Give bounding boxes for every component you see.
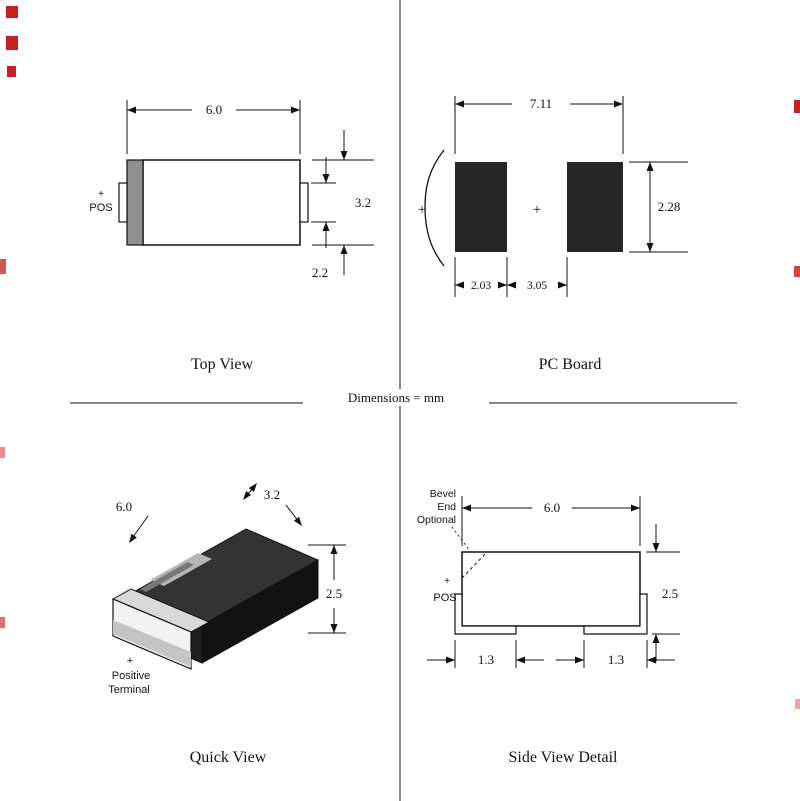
top-view-right-terminal-tab bbox=[299, 182, 309, 223]
arrowhead-down-icon bbox=[322, 174, 330, 183]
arrowhead-left-icon bbox=[647, 656, 656, 664]
pc-board-drawing: + + 7.11 2.28 2.03 3.05 PC Board bbox=[418, 96, 688, 373]
arrowhead-down-icon bbox=[652, 543, 660, 552]
units-label-mask bbox=[331, 389, 462, 406]
pc-board-plus-center: + bbox=[533, 202, 541, 218]
side-view-bevel-dashed-line bbox=[461, 551, 488, 579]
arrowhead-up-right-icon bbox=[248, 483, 257, 492]
side-view-bevel-label-line2: End bbox=[437, 501, 456, 513]
pc-board-caption: PC Board bbox=[539, 356, 602, 373]
arrowhead-up-icon bbox=[330, 545, 338, 554]
pc-board-pad-width-dim: 2.03 bbox=[471, 280, 491, 292]
arrowhead-left-icon bbox=[127, 106, 136, 114]
side-view-body bbox=[461, 551, 641, 627]
side-view-foot-right-dim: 1.3 bbox=[608, 652, 624, 667]
side-view-bevel-label-line3: Optional bbox=[417, 514, 456, 526]
quick-view-width-dim: 3.2 bbox=[264, 487, 280, 502]
quick-view-caption: Quick View bbox=[190, 749, 267, 766]
pc-board-gap-dim: 3.05 bbox=[527, 280, 547, 292]
top-view-width-dim: 3.2 bbox=[355, 195, 371, 210]
top-view-drawing: + POS 6.0 3.2 2.2 Top View bbox=[89, 100, 374, 373]
scan-artifact bbox=[0, 259, 6, 274]
arrowhead-down-icon bbox=[646, 243, 654, 252]
scan-artifact bbox=[0, 447, 5, 458]
quick-view-leader-line bbox=[132, 515, 149, 538]
scan-artifacts bbox=[0, 6, 800, 709]
arrowhead-right-icon bbox=[446, 656, 455, 664]
arrowhead-up-icon bbox=[322, 222, 330, 231]
scan-artifact bbox=[0, 617, 5, 628]
top-view-caption: Top View bbox=[191, 356, 254, 373]
arrowhead-right-icon bbox=[558, 281, 567, 289]
top-view-body bbox=[142, 159, 301, 246]
arrowhead-left-icon bbox=[455, 100, 464, 108]
arrowhead-left-icon bbox=[516, 656, 525, 664]
quick-view-length-dim: 6.0 bbox=[116, 499, 132, 514]
pc-board-span-dim: 7.11 bbox=[530, 96, 552, 111]
side-view-foot-left-dim: 1.3 bbox=[478, 652, 494, 667]
quick-view-terminal-label-line2: Terminal bbox=[108, 684, 150, 696]
quick-view-top-highlight bbox=[140, 562, 194, 592]
top-view-terminal-dim: 2.2 bbox=[312, 265, 328, 280]
arrowhead-down-right-icon bbox=[293, 516, 302, 526]
arrowhead-down-left-icon bbox=[129, 533, 137, 543]
side-view-bevel-label-line1: Bevel bbox=[430, 488, 456, 500]
side-view-pos-label: POS bbox=[433, 592, 456, 604]
scan-artifact bbox=[794, 266, 800, 277]
quick-view-terminal-plus: + bbox=[127, 655, 133, 667]
quick-view-height-dim: 2.5 bbox=[326, 586, 342, 601]
side-view-drawing: Bevel End Optional + POS 6.0 2.5 1.3 bbox=[417, 488, 680, 766]
scan-artifact bbox=[6, 6, 18, 18]
side-view-caption: Side View Detail bbox=[509, 749, 619, 766]
scan-artifact bbox=[6, 36, 18, 50]
scan-artifact bbox=[7, 66, 16, 77]
arrowhead-down-icon bbox=[330, 624, 338, 633]
side-view-length-dim: 6.0 bbox=[544, 500, 560, 515]
arrowhead-right-icon bbox=[498, 281, 507, 289]
arrowhead-up-icon bbox=[652, 634, 660, 643]
side-view-plus-sign: + bbox=[444, 576, 450, 587]
side-view-right-terminal bbox=[583, 593, 648, 635]
arrowhead-right-icon bbox=[614, 100, 623, 108]
pc-board-plus-outer: + bbox=[418, 202, 426, 218]
quick-view-drawing: 6.0 3.2 2.5 + Positive Terminal Quick Vi… bbox=[108, 483, 346, 766]
arrowhead-up-icon bbox=[646, 162, 654, 171]
pc-board-right-pad bbox=[567, 162, 623, 252]
side-view-height-dim: 2.5 bbox=[662, 586, 678, 601]
arrowhead-left-icon bbox=[455, 281, 464, 289]
units-label: Dimensions = mm bbox=[348, 390, 444, 405]
scan-artifact bbox=[795, 699, 800, 709]
side-view-left-terminal bbox=[454, 593, 517, 635]
top-view-left-terminal-tab bbox=[118, 182, 128, 223]
arrowhead-right-icon bbox=[291, 106, 300, 114]
arrowhead-down-left-icon bbox=[243, 491, 252, 500]
top-view-plus-sign: + bbox=[98, 189, 104, 200]
arrowhead-left-icon bbox=[462, 504, 471, 512]
side-view-bevel-leader bbox=[451, 526, 471, 552]
quick-view-terminal-shading bbox=[113, 620, 191, 667]
arrowhead-up-icon bbox=[340, 245, 348, 254]
scan-artifact bbox=[794, 100, 800, 113]
top-view-length-dim: 6.0 bbox=[206, 102, 222, 117]
top-view-pos-label: POS bbox=[89, 202, 112, 214]
arrowhead-left-icon bbox=[507, 281, 516, 289]
pc-board-edge-brace bbox=[424, 149, 445, 267]
pc-board-left-pad bbox=[455, 162, 507, 252]
quick-view-terminal-label-line1: Positive bbox=[112, 670, 151, 682]
top-view-polarity-band bbox=[126, 159, 144, 246]
pc-board-pad-height-dim: 2.28 bbox=[658, 199, 681, 214]
arrowhead-right-icon bbox=[631, 504, 640, 512]
arrowhead-down-icon bbox=[340, 151, 348, 160]
arrowhead-right-icon bbox=[575, 656, 584, 664]
